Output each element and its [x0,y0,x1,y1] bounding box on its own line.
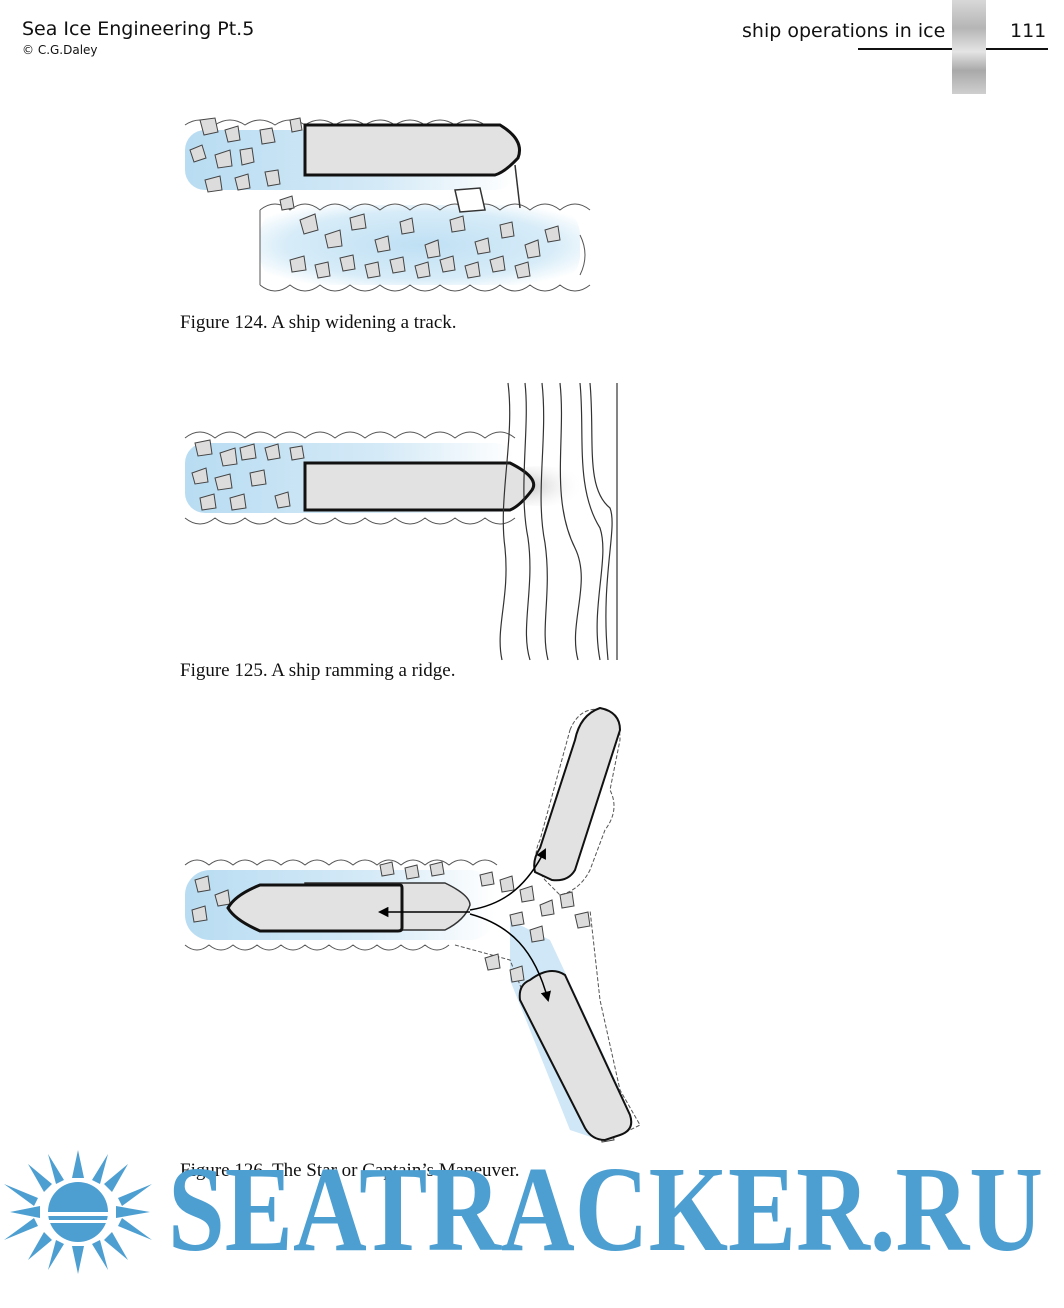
watermark-text: SEATRACKER.RU [168,1150,1043,1270]
running-header-left: Sea Ice Engineering Pt.5 © C.G.Daley [22,18,254,57]
watermark-label: SEATRACKER.RU [168,1150,1043,1270]
figure-126-caption: Figure 126. The Star or Captain’s Maneuv… [180,1160,520,1181]
figure-126-illustration [184,706,641,1143]
ice-texture-strip [952,0,986,94]
copyright-notice: © C.G.Daley [22,43,98,57]
figure-124-caption: Figure 124. A ship widening a track. [180,312,457,333]
figure-124-illustration [184,117,591,292]
sun-logo-icon [4,1150,152,1274]
figure-125-illustration [184,382,618,661]
book-title: Sea Ice Engineering Pt.5 [22,18,255,40]
figure-125-caption: Figure 125. A ship ramming a ridge. [180,660,456,681]
page-number: 111 [1010,20,1047,42]
section-title: ship operations in ice [742,20,946,42]
